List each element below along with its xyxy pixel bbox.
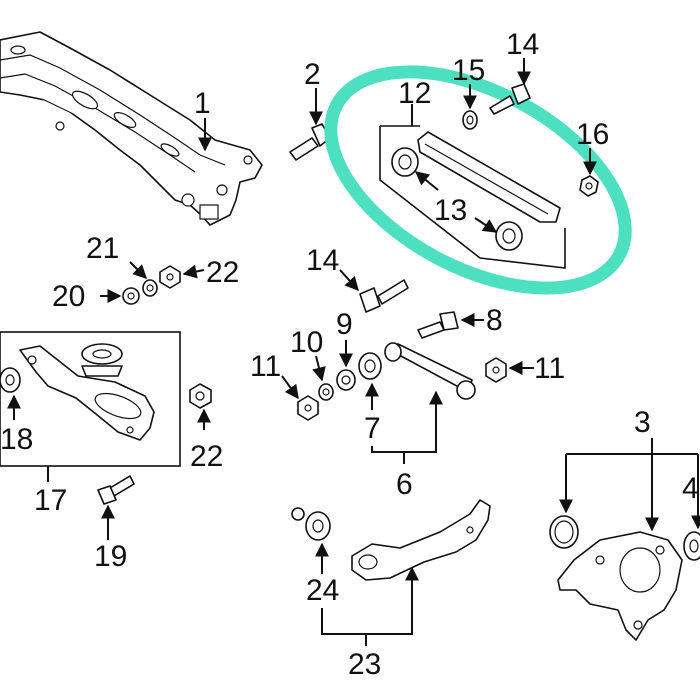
callout-7: 7	[364, 412, 381, 445]
nut-22-upper-part	[159, 265, 181, 289]
bolt-2-part	[289, 123, 331, 161]
upper-arm-12-part	[379, 125, 566, 269]
callout-11-right: 11	[534, 352, 565, 385]
crossmember-subframe-part	[0, 31, 263, 226]
callout-4: 4	[682, 472, 699, 505]
washer-20-part	[122, 287, 140, 305]
washer-15-part	[462, 110, 478, 130]
callout-17: 17	[34, 484, 67, 517]
nut-11-right-part	[485, 357, 507, 383]
callout-8: 8	[486, 304, 503, 337]
trailing-arm-23-part	[351, 499, 491, 581]
callout-6: 6	[396, 468, 413, 501]
bolt-8-part	[417, 311, 459, 339]
washer-21-part	[142, 279, 158, 297]
callout-18: 18	[0, 423, 33, 456]
nut-11-left-part	[297, 395, 319, 421]
nut-16-part	[579, 175, 599, 197]
bolt-14-middle-part	[359, 279, 409, 313]
callout-22-lower: 22	[190, 440, 223, 473]
callout-20: 20	[52, 280, 85, 313]
washer-10-part	[318, 383, 334, 401]
callout-3: 3	[634, 406, 651, 439]
callout-11-left: 11	[250, 350, 281, 383]
callout-19: 19	[94, 540, 127, 573]
callout-1: 1	[194, 87, 211, 120]
bushing-18-part	[0, 367, 21, 393]
washer-9-part	[336, 369, 356, 391]
callout-12: 12	[398, 77, 431, 110]
callout-24: 24	[306, 574, 339, 607]
nut-22-lower-part	[189, 383, 212, 409]
callout-14-top: 14	[506, 28, 539, 61]
callout-15: 15	[452, 54, 485, 87]
bolt-19-part	[97, 475, 135, 505]
ring-3-part	[549, 515, 579, 549]
bushing-24-part	[291, 507, 331, 541]
link-6-part	[384, 342, 476, 400]
callout-2: 2	[304, 58, 321, 91]
lower-arm-17-part	[0, 331, 181, 467]
bolt-14-top-part	[489, 83, 531, 115]
bushing-7-part	[358, 352, 382, 380]
bushing-4-part	[683, 531, 700, 561]
callout-16: 16	[576, 118, 609, 151]
callout-9: 9	[336, 308, 353, 341]
callout-13: 13	[434, 194, 467, 227]
callout-14-middle: 14	[306, 244, 339, 277]
callout-23: 23	[348, 648, 381, 681]
callout-22-upper: 22	[206, 256, 239, 289]
knuckle-3-part	[557, 531, 683, 641]
callout-21: 21	[86, 232, 119, 265]
callout-10: 10	[290, 326, 323, 359]
